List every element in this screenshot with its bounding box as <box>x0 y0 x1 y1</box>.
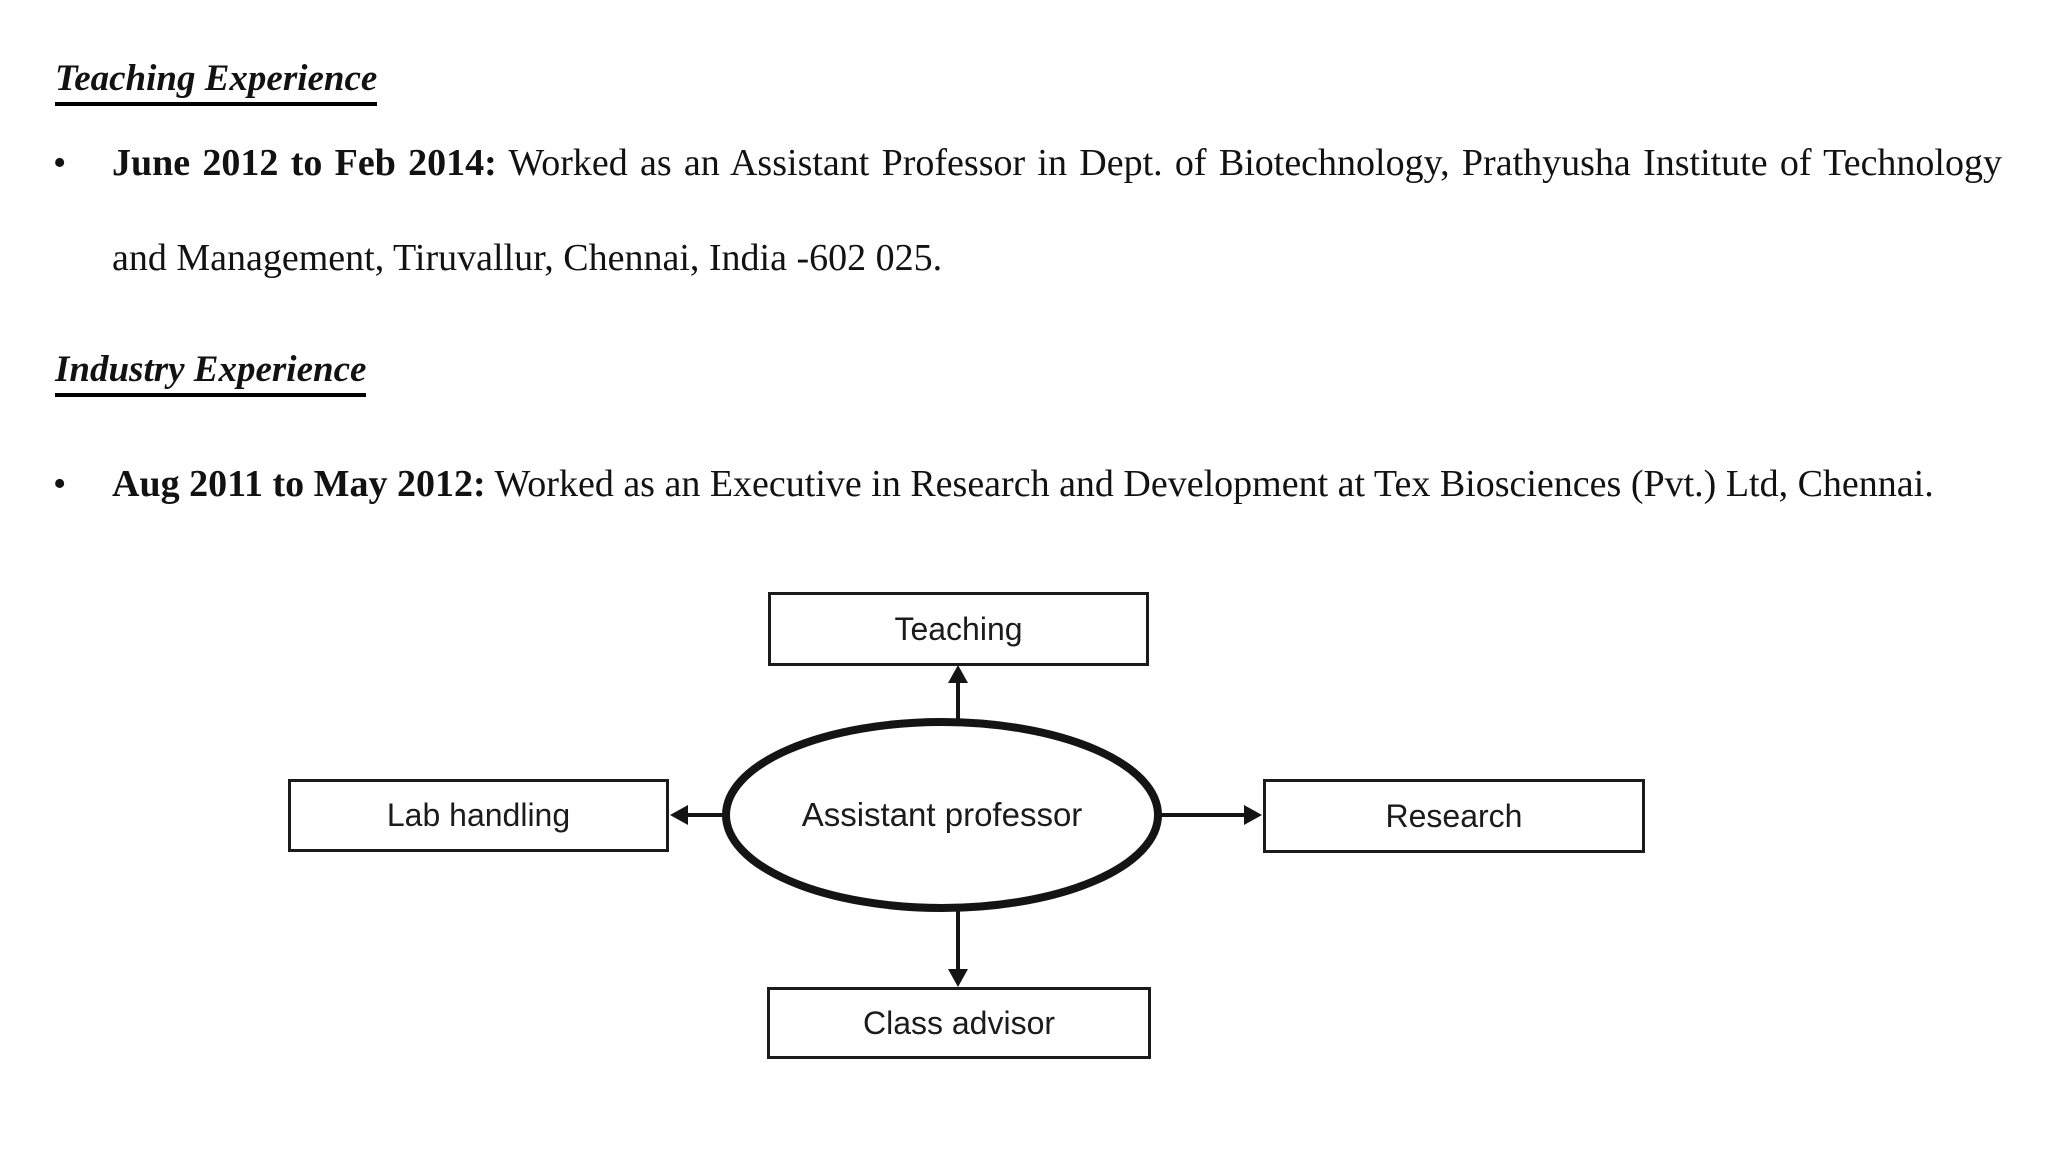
research-box-label: Research <box>1385 797 1523 834</box>
industry-experience-heading: Industry Experience <box>55 349 367 397</box>
teaching-experience-heading: Teaching Experience <box>55 58 378 106</box>
arrow-up-head-icon <box>948 665 968 683</box>
teaching-box: Teaching <box>768 592 1149 666</box>
teaching-experience-heading-text: Teaching Experience <box>55 58 378 106</box>
research-box: Research <box>1263 779 1645 853</box>
lab-handling-box: Lab handling <box>288 779 669 852</box>
teaching-entry-line1: June 2012 to Feb 2014: Worked as an Assi… <box>112 142 2002 186</box>
bullet-marker: • <box>53 142 67 184</box>
class-advisor-box-label: Class advisor <box>862 1004 1056 1041</box>
arrow-left-head-icon <box>670 805 688 825</box>
industry-entry-text: Worked as an Executive in Research and D… <box>485 463 1934 505</box>
teaching-entry-line2: and Management, Tiruvallur, Chennai, Ind… <box>112 237 943 279</box>
arrow-right-head-icon <box>1244 805 1262 825</box>
class-advisor-box: Class advisor <box>767 987 1151 1059</box>
teaching-box-label: Teaching <box>894 610 1023 647</box>
teaching-entry-text: Worked as an Assistant Professor in Dept… <box>496 142 2002 184</box>
industry-entry-line: Aug 2011 to May 2012: Worked as an Execu… <box>112 463 1934 507</box>
teaching-entry-date: June 2012 to Feb 2014: <box>112 142 497 184</box>
bullet-marker: • <box>53 463 67 505</box>
assistant-professor-label: Assistant professor <box>801 796 1083 833</box>
lab-handling-box-label: Lab handling <box>386 797 571 833</box>
arrow-down-head-icon <box>948 969 968 987</box>
industry-entry-date: Aug 2011 to May 2012: <box>112 463 486 505</box>
industry-experience-heading-text: Industry Experience <box>55 349 367 397</box>
